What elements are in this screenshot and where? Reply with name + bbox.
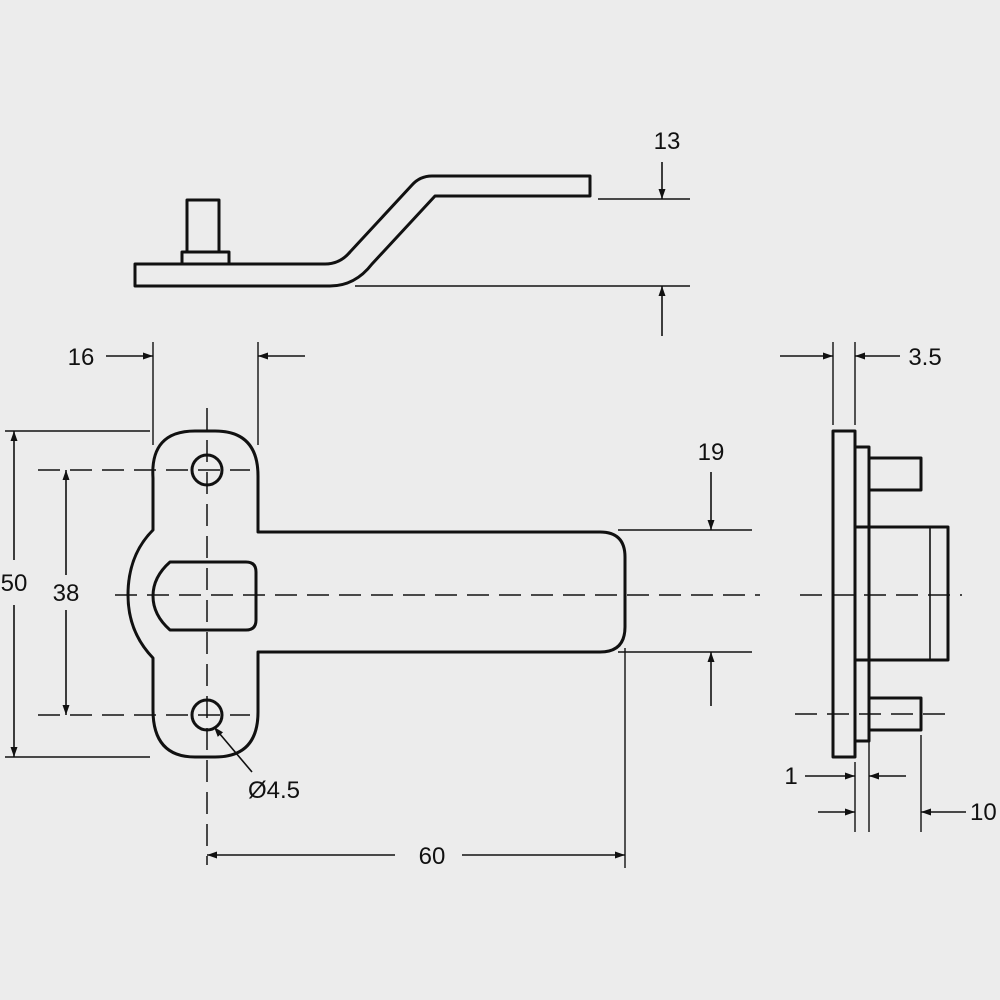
dimension-arm-width: 19 — [698, 439, 725, 466]
dimension-offset-height: 13 — [654, 128, 681, 155]
side-view-upper-pin — [867, 456, 923, 492]
dimension-flange-width: 16 — [68, 344, 95, 371]
dimension-arm-length: 60 — [419, 843, 446, 870]
front-view: 16 50 38 Ø4.5 19 60 — [1, 342, 760, 870]
side-view-step — [853, 445, 871, 743]
top-view-bracket-outline — [133, 174, 592, 288]
side-view-arm — [853, 525, 950, 662]
dimension-hole-spacing: 38 — [53, 580, 80, 607]
center-slot — [151, 560, 258, 632]
top-view: 13 — [133, 128, 690, 336]
dimension-step: 1 — [784, 763, 797, 790]
top-view-pin — [185, 198, 221, 254]
top-view-pin-collar — [180, 250, 231, 266]
hole-leader — [213, 726, 253, 773]
dimension-hole-diameter: Ø4.5 — [248, 777, 300, 804]
dimension-pin-length: 10 — [970, 799, 997, 826]
dimension-plate-thickness: 3.5 — [908, 344, 941, 371]
front-view-bracket-outline — [126, 429, 627, 759]
side-view: 3.5 1 10 — [780, 342, 997, 832]
dimension-overall-height: 50 — [1, 570, 28, 597]
side-view-plate — [831, 429, 857, 759]
